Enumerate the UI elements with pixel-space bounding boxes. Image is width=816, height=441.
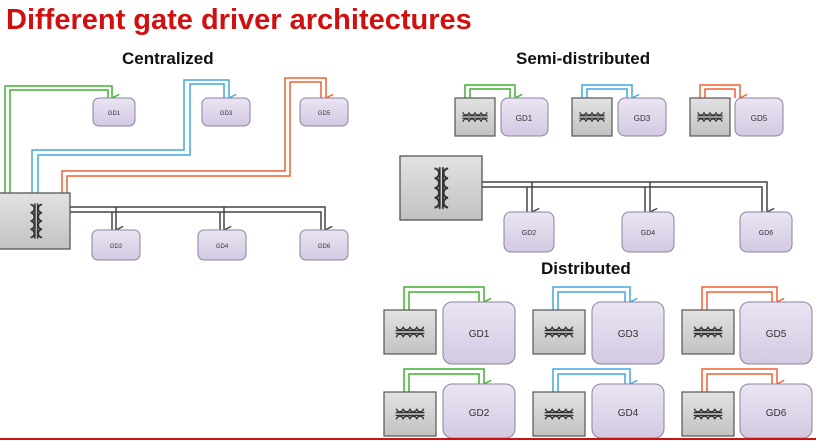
- gate-driver-dist-gd3: [591, 301, 665, 365]
- gate-driver-semi-gd5: [734, 97, 784, 137]
- semi-gd3-label: GD3: [634, 114, 651, 123]
- transformer-semi-gd1: [454, 97, 496, 137]
- dist-gd2-label: GD2: [469, 408, 490, 419]
- semi-gd6-label: GD6: [759, 230, 774, 237]
- semi-bottom-gds: GD2 GD4 GD6: [503, 211, 793, 253]
- gate-driver-gd5: [299, 97, 349, 127]
- dist-gd6-label: GD6: [766, 408, 787, 419]
- gate-driver-semi-gd2: [503, 211, 555, 253]
- dist-unit-gd5: GD5: [681, 286, 813, 365]
- gd6-label: GD6: [318, 244, 331, 250]
- semi-gd4-label: GD4: [641, 230, 656, 237]
- gate-driver-semi-gd4: [621, 211, 675, 253]
- gate-driver-gd6: [299, 229, 349, 261]
- dist-unit-gd2: GD2: [383, 368, 516, 439]
- page-title: Different gate driver architectures: [6, 4, 472, 36]
- gd-centralized: GD1 GD3 GD5 GD2 GD4 GD6: [91, 97, 349, 261]
- gate-driver-gd4: [197, 229, 247, 261]
- transformer-centralized: [0, 192, 71, 250]
- gd5-label: GD5: [318, 111, 331, 117]
- gate-driver-dist-gd1: [442, 301, 516, 365]
- gate-driver-gd2: [91, 229, 141, 261]
- semi-bottom-bus: [482, 181, 767, 212]
- section-label-centralized: Centralized: [122, 49, 214, 68]
- gd4-label: GD4: [216, 244, 229, 250]
- dist-gd5-label: GD5: [766, 329, 787, 340]
- centralized-wires: [4, 77, 326, 230]
- gd2-label: GD2: [110, 244, 123, 250]
- section-label-semi-distributed: Semi-distributed: [516, 49, 651, 68]
- gate-driver-semi-gd3: [617, 97, 667, 137]
- transformer-semi-gd5: [689, 97, 731, 137]
- dist-unit-gd1: GD1: [383, 286, 516, 365]
- dist-unit-gd3: GD3: [532, 286, 665, 365]
- gd3-label: GD3: [220, 111, 233, 117]
- dist-unit-gd4: GD4: [532, 368, 665, 439]
- transformer-semi-gd3: [571, 97, 613, 137]
- semi-gd2-label: GD2: [522, 230, 537, 237]
- semi-gd1-label: GD1: [516, 114, 533, 123]
- dist-unit-gd6: GD6: [681, 368, 813, 439]
- gate-driver-gd1: [92, 97, 136, 127]
- section-label-distributed: Distributed: [541, 259, 631, 278]
- semi-top-row: GD1 GD3 GD5: [454, 84, 784, 137]
- transformer-semi-shared: [399, 155, 483, 221]
- gate-driver-semi-gd1: [500, 97, 549, 137]
- dist-gd3-label: GD3: [618, 329, 639, 340]
- semi-gd5-label: GD5: [751, 114, 768, 123]
- dist-gd4-label: GD4: [618, 408, 639, 419]
- gd1-label: GD1: [108, 111, 121, 117]
- gate-driver-dist-gd5: [739, 301, 813, 365]
- gate-driver-semi-gd6: [739, 211, 793, 253]
- dist-gd1-label: GD1: [469, 329, 490, 340]
- gate-driver-gd3: [201, 97, 251, 127]
